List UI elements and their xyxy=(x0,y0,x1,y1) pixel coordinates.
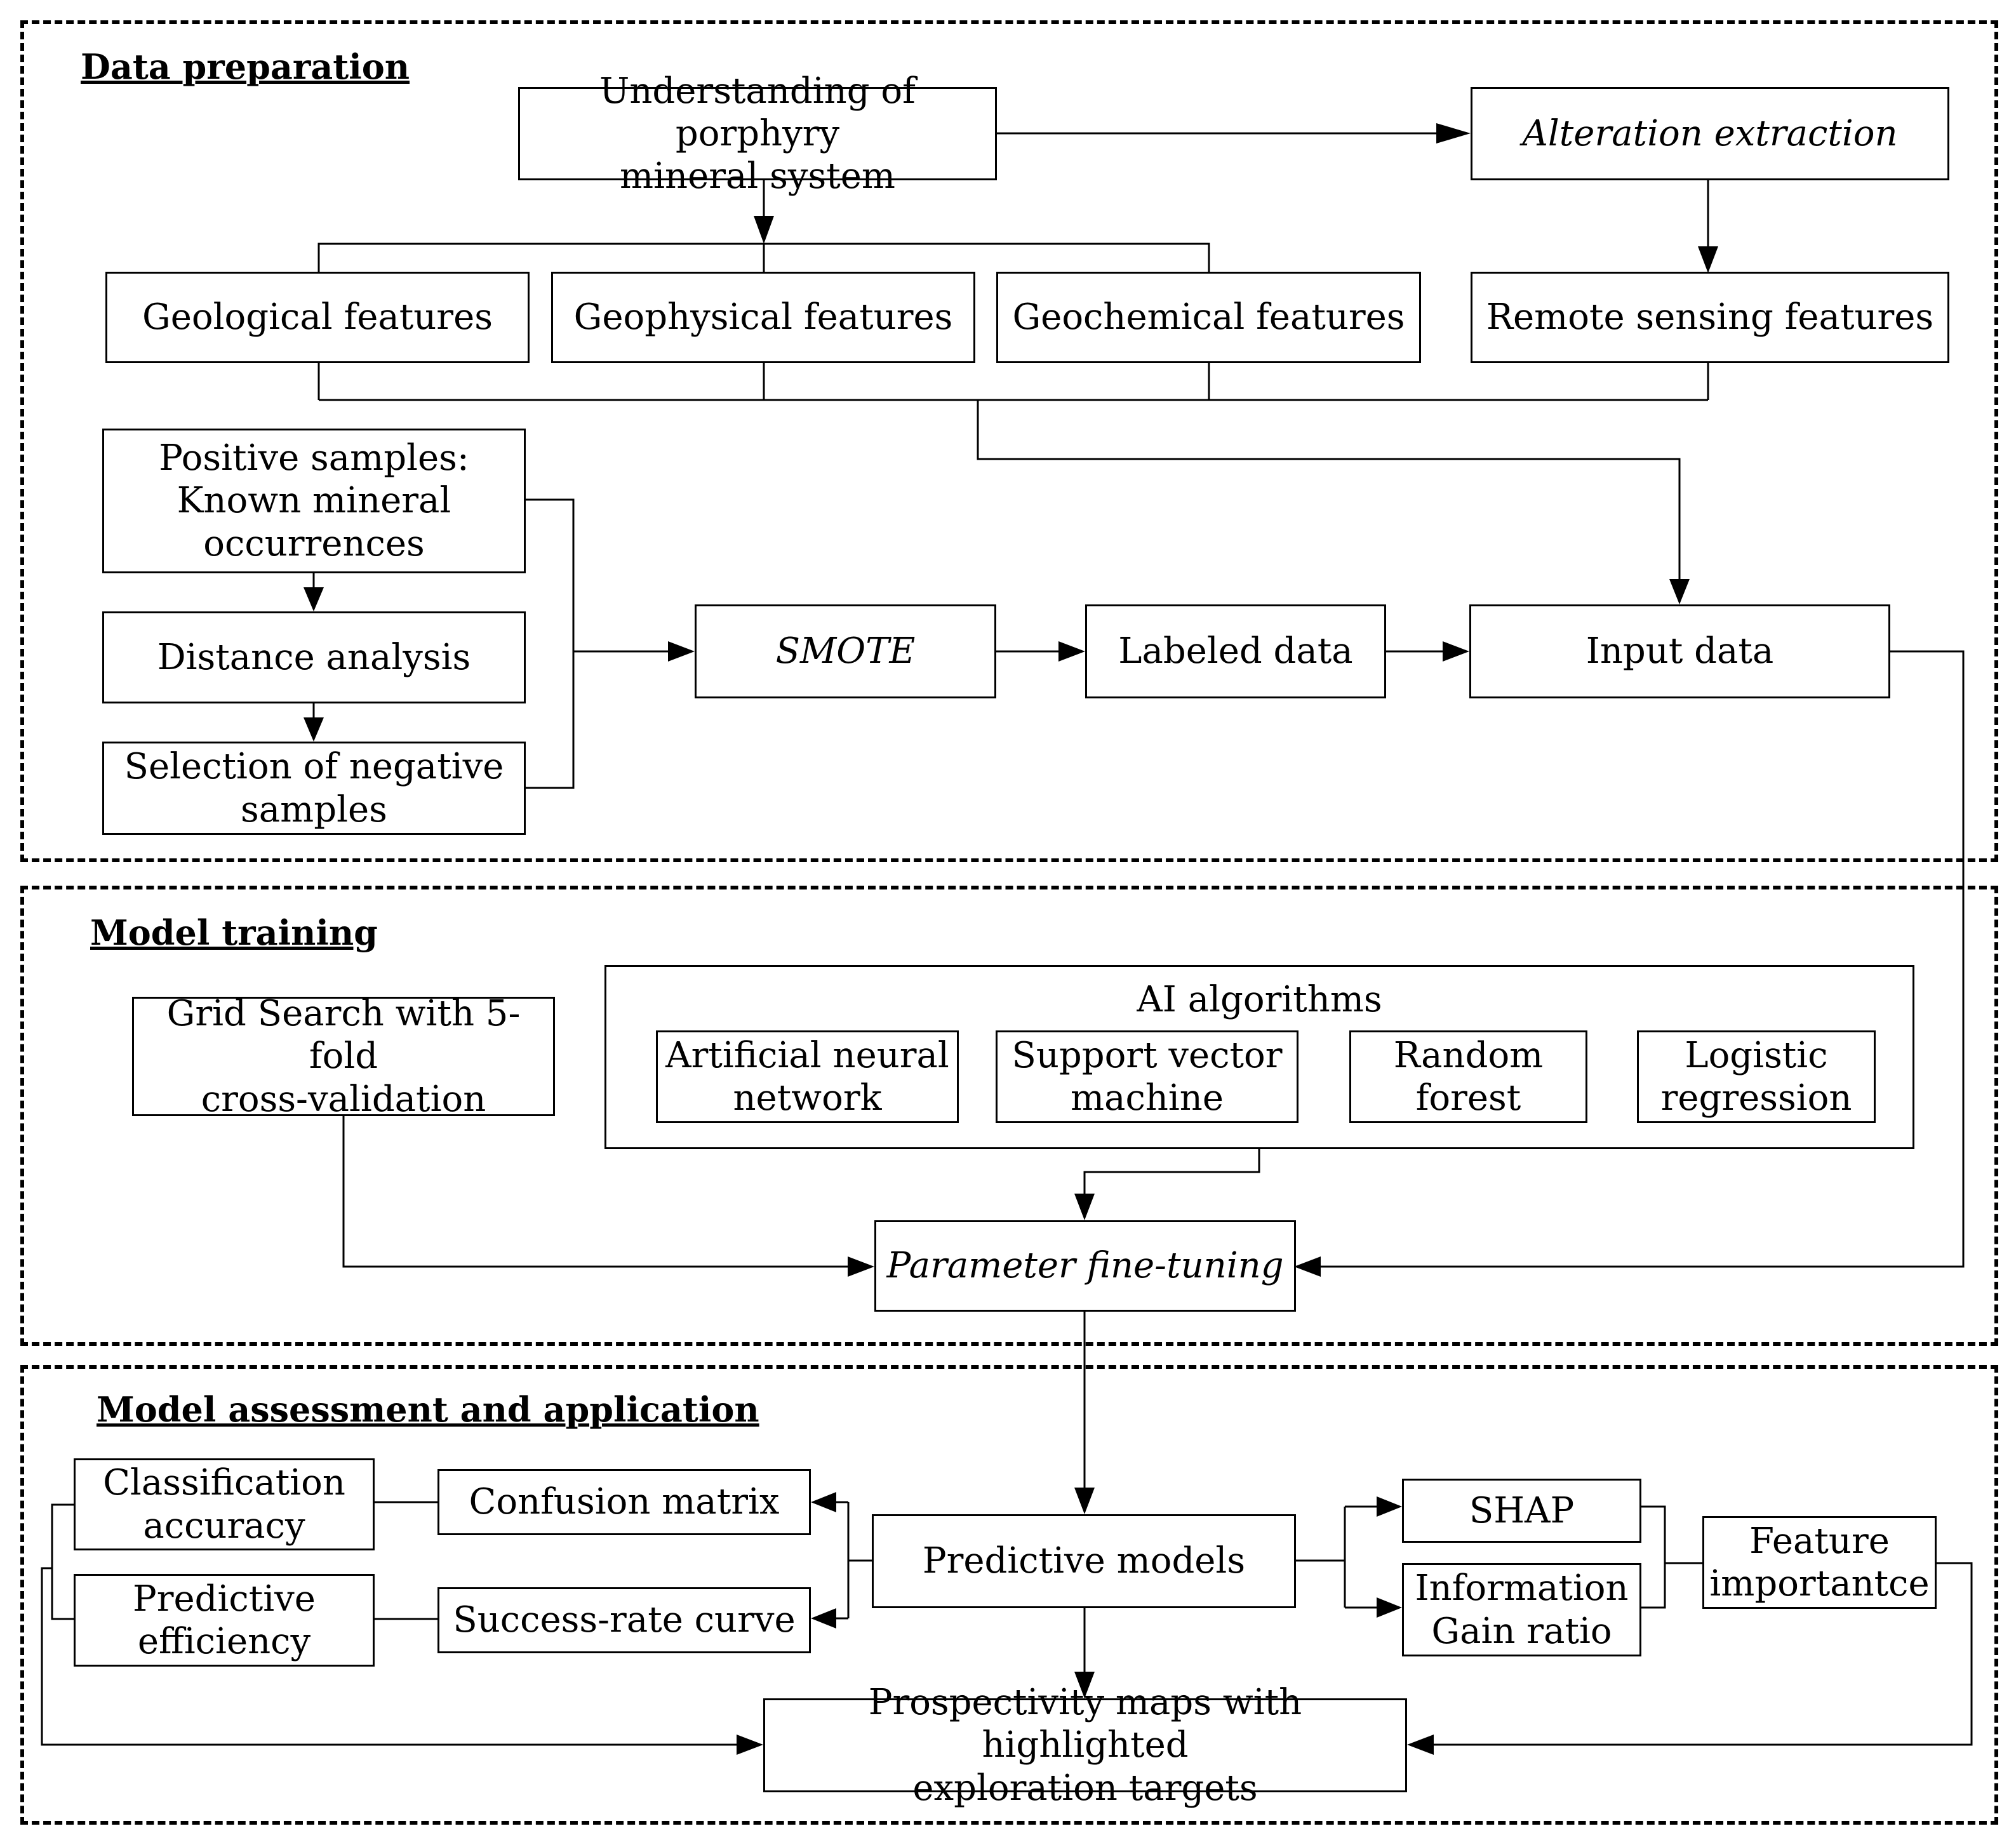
node-geological-features: Geological features xyxy=(105,272,530,363)
node-predictive-efficiency: Predictive efficiency xyxy=(74,1574,375,1667)
node-labeled-data: Labeled data xyxy=(1085,604,1386,698)
node-geochemical-features: Geochemical features xyxy=(996,272,1421,363)
ai-algorithms-title: AI algorithms xyxy=(1137,979,1382,1020)
node-ann: Artificial neural network xyxy=(656,1030,959,1123)
node-success-rate-curve: Success-rate curve xyxy=(437,1587,811,1653)
node-svm: Support vector machine xyxy=(996,1030,1298,1123)
node-predictive-models: Predictive models xyxy=(872,1514,1296,1608)
section-model-training xyxy=(20,886,1998,1346)
node-distance-analysis: Distance analysis xyxy=(102,611,526,703)
section-title-model-assessment: Model assessment and application xyxy=(97,1389,759,1430)
node-alteration-extraction: Alteration extraction xyxy=(1471,87,1949,180)
node-random-forest: Random forest xyxy=(1349,1030,1587,1123)
node-negative-samples: Selection of negative samples xyxy=(102,742,526,835)
node-positive-samples: Positive samples: Known mineral occurren… xyxy=(102,429,526,573)
node-understanding: Understanding of porphyry mineral system xyxy=(518,70,997,197)
section-title-model-training: Model training xyxy=(90,912,378,953)
node-classification-accuracy: Classification accuracy xyxy=(74,1458,375,1550)
node-grid-search: Grid Search with 5-fold cross-validation xyxy=(132,993,555,1120)
node-confusion-matrix: Confusion matrix xyxy=(437,1469,811,1535)
arrowhead xyxy=(1436,123,1471,143)
node-feature-importance: Feature importantce xyxy=(1702,1516,1937,1609)
node-parameter-fine-tuning: Parameter fine-tuning xyxy=(874,1220,1296,1312)
node-prospectivity-maps: Prospectivity maps with highlighted expl… xyxy=(763,1682,1407,1809)
section-model-assessment xyxy=(20,1365,1998,1825)
section-title-data-preparation: Data preparation xyxy=(81,46,410,87)
node-logistic-regression: Logistic regression xyxy=(1637,1030,1876,1123)
section-data-preparation xyxy=(20,20,1998,862)
node-input-data: Input data xyxy=(1469,604,1890,698)
node-smote: SMOTE xyxy=(695,604,996,698)
node-shap: SHAP xyxy=(1402,1479,1641,1543)
node-remote-sensing-features: Remote sensing features xyxy=(1471,272,1949,363)
node-information-gain-ratio: Information Gain ratio xyxy=(1402,1563,1641,1656)
node-geophysical-features: Geophysical features xyxy=(551,272,975,363)
